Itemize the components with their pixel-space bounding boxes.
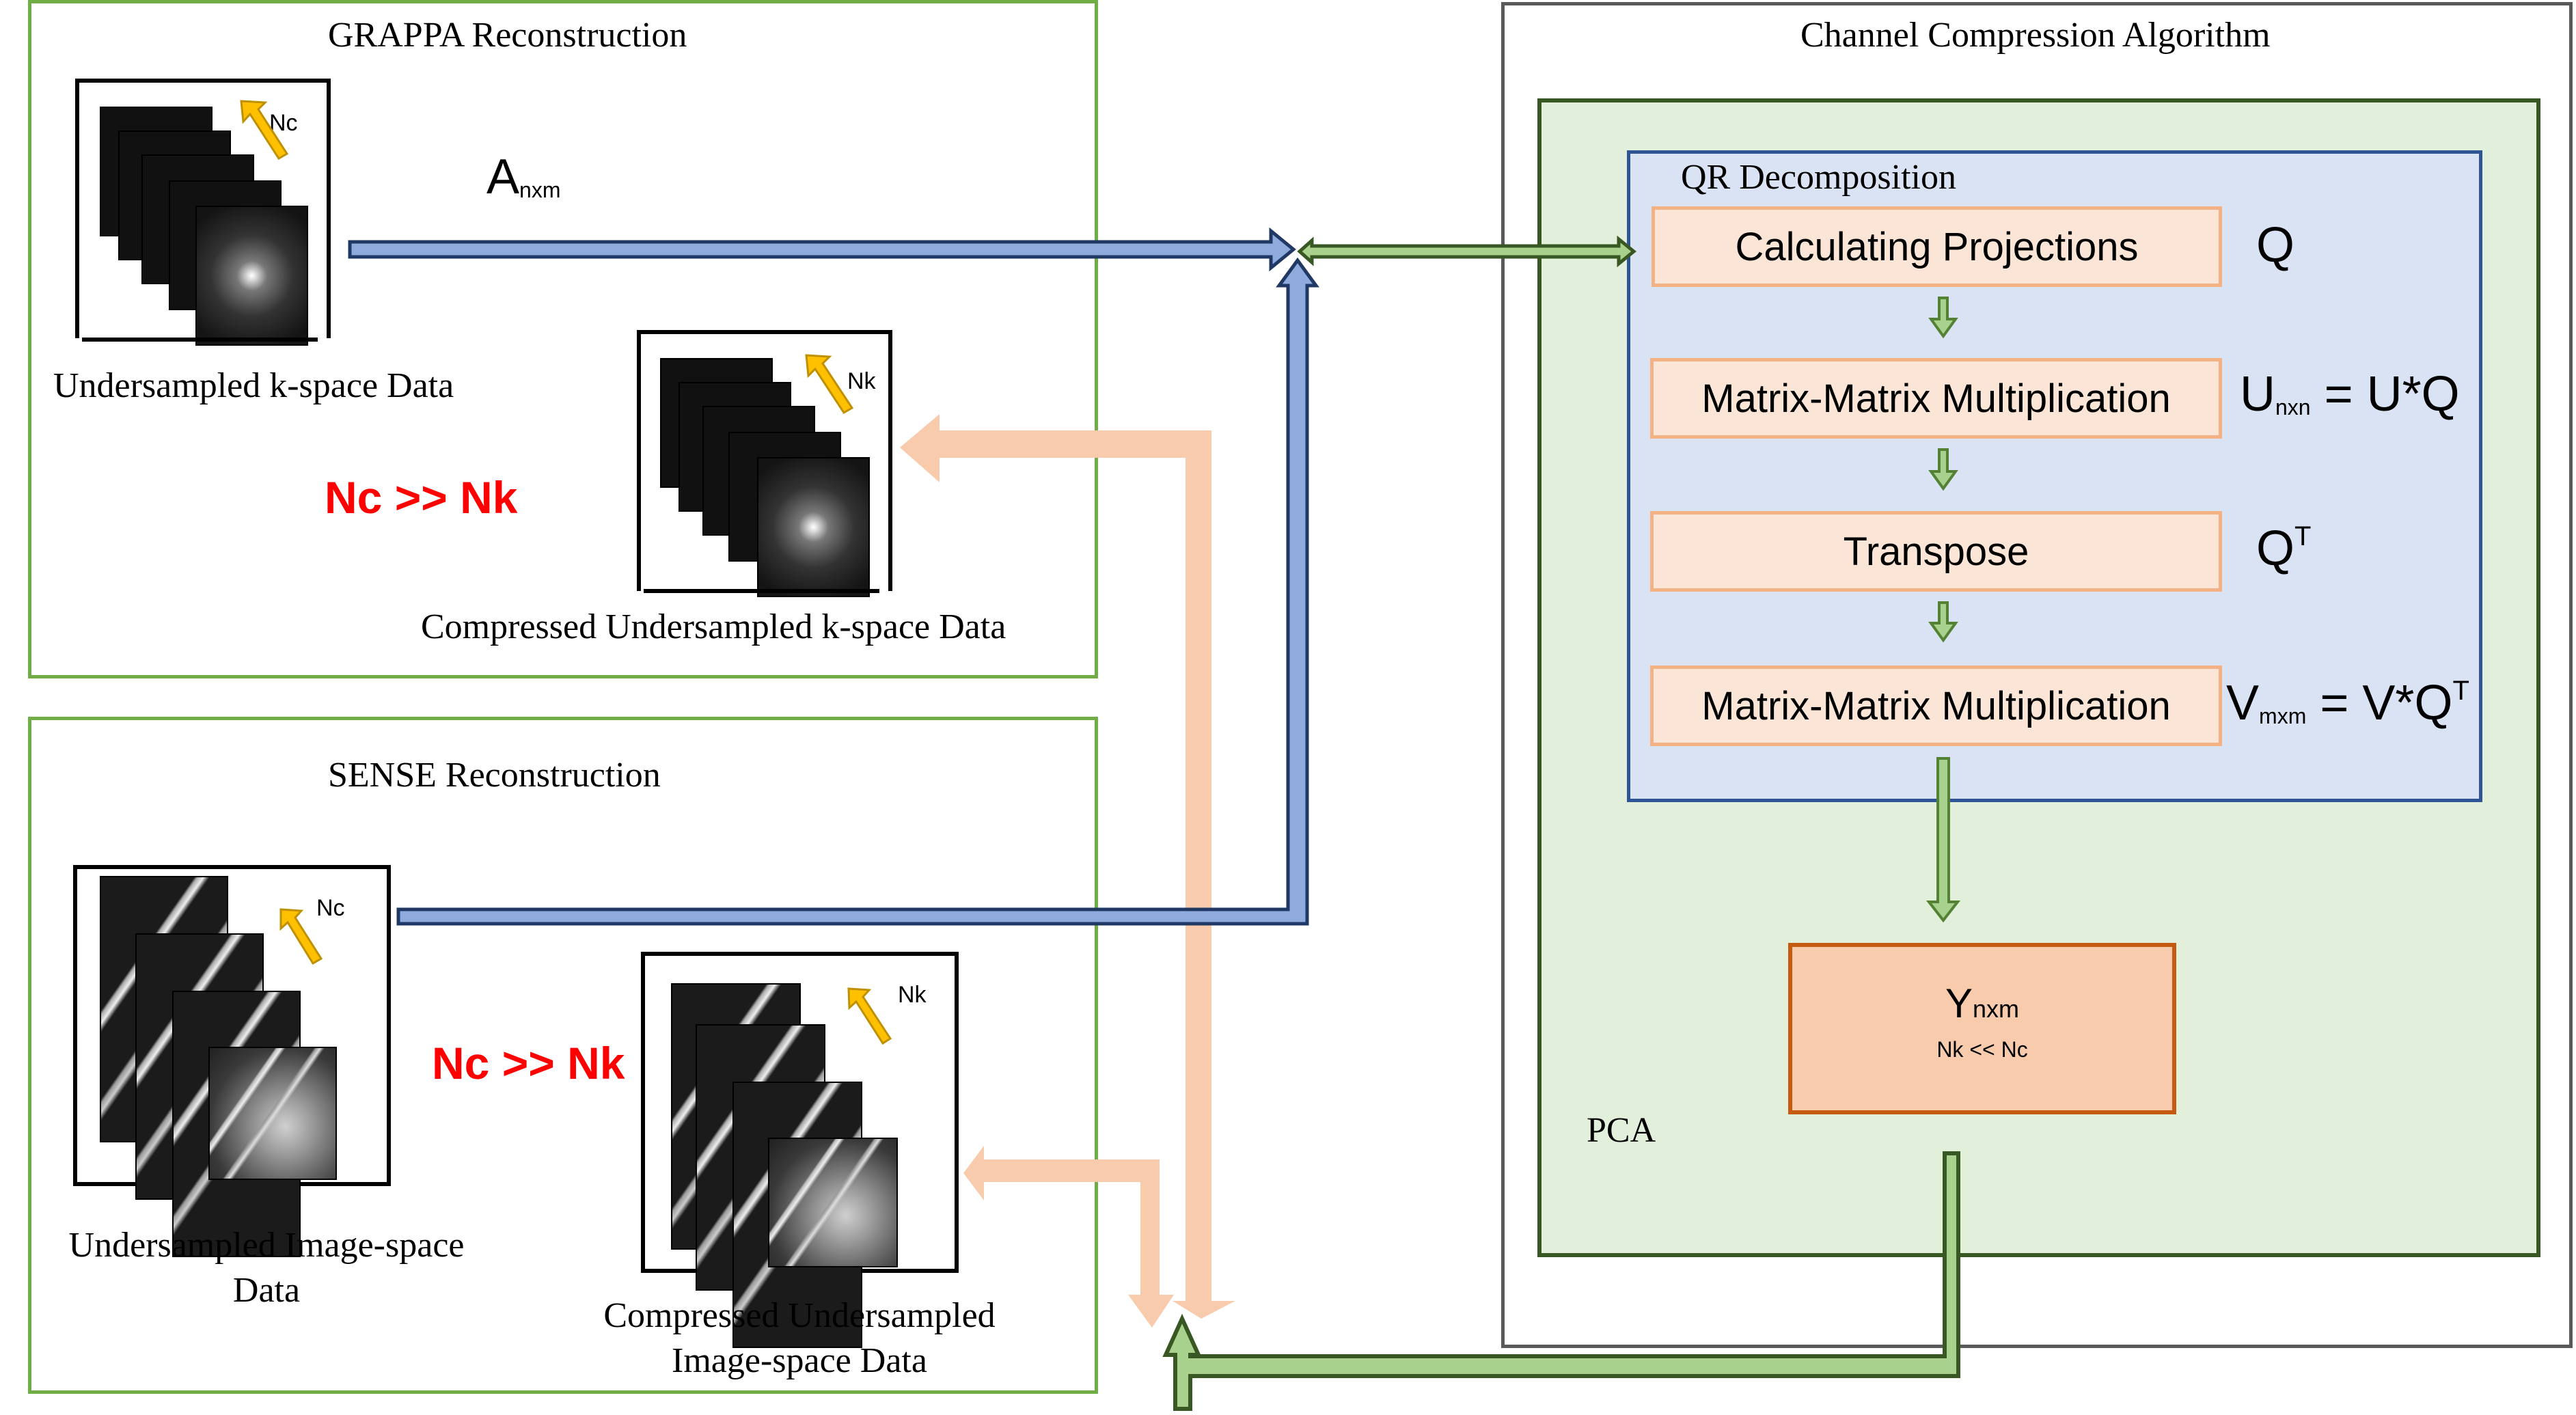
pca-label: PCA <box>1587 1111 1656 1150</box>
kspace-input-baseline <box>82 338 318 342</box>
kspace-slice-front <box>757 457 870 597</box>
grappa-ratio: Nc >> Nk <box>325 472 518 523</box>
kspace-input-image: Nc <box>75 79 331 346</box>
sense-output-caption-line2: Image-space Data <box>672 1341 927 1380</box>
sense-title: SENSE Reconstruction <box>328 756 661 795</box>
sense-output-caption: Compressed Undersampled Image-space Data <box>574 1293 1025 1384</box>
image-space-input-image: Nc <box>73 865 391 1257</box>
peach-arrow-to-compressed-kspace <box>900 414 1235 1319</box>
blue-arrow-sense-to-compression <box>396 257 1319 926</box>
channel-count-label: Nk <box>898 982 927 1008</box>
step-matrix-multiplication-v: Matrix-Matrix Multiplication <box>1650 665 2222 746</box>
formula-u-rest: = U*Q <box>2310 367 2460 422</box>
grappa-title: GRAPPA Reconstruction <box>328 16 687 55</box>
matrix-a-subscript: nxm <box>519 178 561 202</box>
sense-input-caption: Undersampled Image-space Data <box>41 1223 492 1313</box>
result-symbol-sub: nxm <box>1973 995 2020 1023</box>
formula-q-main: Q <box>2256 218 2295 273</box>
green-down-arrow-step-2-3 <box>1928 448 1958 491</box>
mri-slice-front <box>208 1047 337 1180</box>
channel-compression-title: Channel Compression Algorithm <box>1800 16 2271 55</box>
formula-v-sub: mxm <box>2259 704 2307 728</box>
matrix-a-label: Anxm <box>487 149 560 205</box>
grappa-output-caption: Compressed Undersampled k-space Data <box>421 607 1006 646</box>
formula-qt: QT <box>2256 521 2311 577</box>
step-matrix-multiplication-u: Matrix-Matrix Multiplication <box>1650 358 2222 439</box>
step-transpose: Transpose <box>1650 511 2222 592</box>
image-space-output-image: Nk <box>641 952 959 1348</box>
green-double-arrow-to-qr <box>1297 235 1636 268</box>
result-note: Nk << Nc <box>1936 1037 2028 1062</box>
formula-v: Vmxm = V*QT <box>2226 675 2469 731</box>
green-down-arrow-qr-to-result <box>1926 757 1961 923</box>
formula-q: Q <box>2256 217 2294 273</box>
formula-u-main: U <box>2240 367 2275 422</box>
kspace-output-baseline <box>644 589 879 593</box>
blue-arrow-grappa-to-compression <box>348 227 1296 272</box>
kspace-slice-front <box>195 206 308 346</box>
formula-v-sup: T <box>2452 676 2469 706</box>
result-box: Ynxm Nk << Nc <box>1788 943 2176 1114</box>
sense-input-caption-line2: Data <box>232 1271 301 1310</box>
mri-slice-front <box>768 1138 898 1267</box>
result-symbol: Ynxm <box>1792 980 2172 1027</box>
formula-qt-sup: T <box>2294 521 2312 551</box>
qr-decomposition-label: QR Decomposition <box>1681 158 1956 197</box>
green-return-arrow-to-reconstruction <box>1162 1151 1960 1411</box>
formula-v-rest: = V*Q <box>2306 676 2453 730</box>
step-calculating-projections: Calculating Projections <box>1652 206 2222 287</box>
result-symbol-main: Y <box>1945 980 1973 1026</box>
peach-arrow-to-compressed-image <box>963 1146 1174 1328</box>
formula-u-sub: nxn <box>2275 395 2311 420</box>
formula-v-main: V <box>2226 676 2260 730</box>
sense-output-caption-line1: Compressed Undersampled <box>603 1296 996 1335</box>
sense-panel <box>28 717 1098 1394</box>
grappa-input-caption: Undersampled k-space Data <box>53 366 454 405</box>
formula-qt-main: Q <box>2256 521 2295 576</box>
channel-compression-panel <box>1501 2 2573 1348</box>
green-down-arrow-step-3-4 <box>1928 601 1958 643</box>
formula-u: Unxn = U*Q <box>2240 366 2460 422</box>
grappa-panel <box>28 0 1098 678</box>
matrix-a-symbol: A <box>487 150 520 204</box>
sense-ratio: Nc >> Nk <box>432 1038 625 1088</box>
green-down-arrow-step-1-2 <box>1928 297 1958 339</box>
kspace-output-image: Nk <box>637 330 892 597</box>
sense-input-caption-line1: Undersampled Image-space <box>68 1226 465 1265</box>
